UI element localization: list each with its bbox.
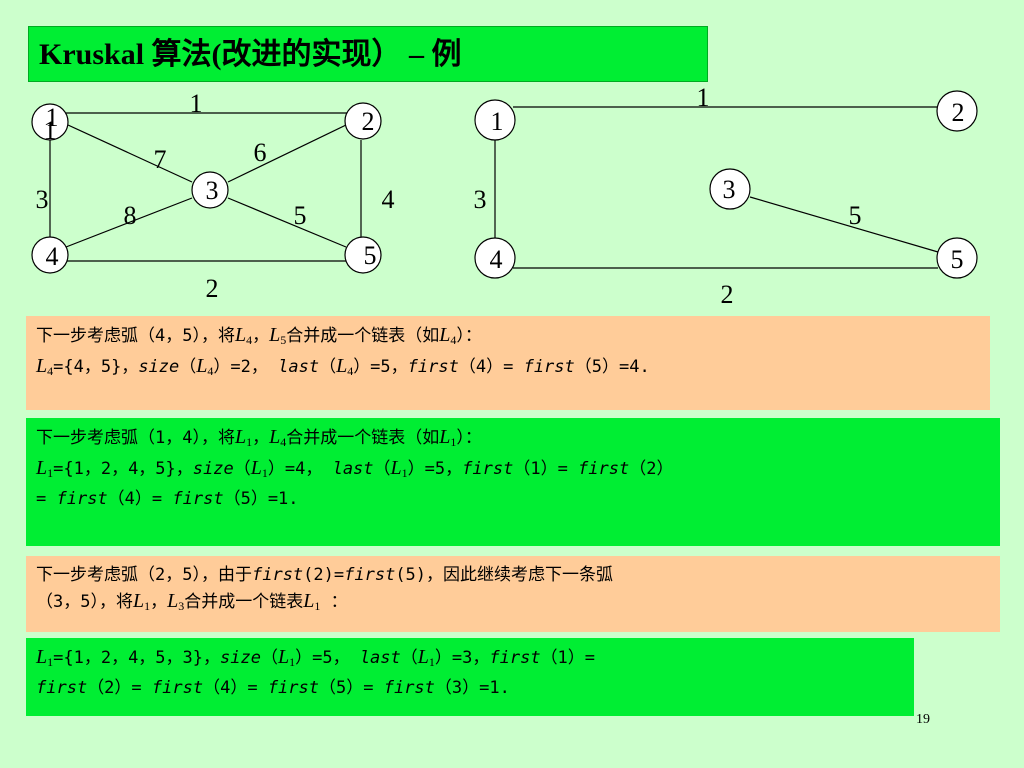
right-node-1-label: 1 bbox=[491, 107, 504, 136]
left-weight-1-2: 1 bbox=[190, 89, 203, 118]
step3-line1: 下一步考虑弧（2，5），由于first(2)=first(5)，因此继续考虑下一… bbox=[36, 565, 614, 585]
left-node-5: 5 bbox=[344, 236, 382, 274]
left-node-3: 3 bbox=[191, 171, 229, 209]
right-weight-1-2: 1 bbox=[697, 83, 710, 112]
left-weight-3-4: 8 bbox=[124, 201, 137, 230]
right-edge-3-5 bbox=[749, 196, 939, 253]
left-edge-3-4 bbox=[65, 197, 193, 248]
step4-box: L1={1，2，4，5，3}，size（L1）=5， last（L1）=3，fi… bbox=[26, 638, 914, 716]
right-graph-edges bbox=[494, 106, 939, 269]
left-graph-edges bbox=[49, 112, 362, 262]
left-edge-1-3 bbox=[67, 124, 193, 183]
right-node-4: 4 bbox=[474, 237, 516, 279]
left-edge-3-5 bbox=[227, 197, 347, 248]
left-weight-1-3: 7 bbox=[154, 145, 167, 174]
left-weight-2-5: 4 bbox=[382, 185, 395, 214]
graph-canvas: 1 2 3 4 5 1 7 6 3 4 8 5 2 1 2 3 4 5 1 3 … bbox=[31, 83, 978, 309]
left-edge-2-3 bbox=[227, 124, 347, 183]
left-node-4-label: 4 bbox=[46, 242, 59, 271]
slide-title: Kruskal 算法(改进的实现） – 例 bbox=[28, 26, 708, 82]
step1-line2: L4={4，5}，size（L4）=2， last（L4）=5，first（4）… bbox=[36, 355, 650, 378]
right-node-4-label: 4 bbox=[490, 245, 503, 274]
left-node-5-label: 5 bbox=[364, 241, 377, 270]
step2-line2: L1={1，2，4，5}，size（L1）=4， last（L1）=5，firs… bbox=[36, 457, 674, 480]
title-rest: 算法(改进的实现） – 例 bbox=[144, 38, 462, 71]
left-node-2-label: 2 bbox=[362, 107, 375, 136]
left-weight-1-4: 3 bbox=[36, 185, 49, 214]
left-node-2: 2 bbox=[344, 102, 382, 140]
step4-line2: first（2）= first（4）= first（5）= first（3）=1… bbox=[36, 678, 510, 698]
right-node-3-label: 3 bbox=[723, 175, 736, 204]
left-node-1-extra-label: 1 bbox=[46, 103, 59, 132]
right-weight-3-5: 5 bbox=[849, 201, 862, 230]
right-weight-4-5: 2 bbox=[721, 280, 734, 309]
left-node-1-label: 1 bbox=[44, 116, 57, 145]
left-node-1: 1 bbox=[31, 103, 69, 145]
step3-box: 下一步考虑弧（2，5），由于first(2)=first(5)，因此继续考虑下一… bbox=[26, 556, 1000, 632]
right-node-2: 2 bbox=[936, 90, 978, 132]
step4-line1: L1={1，2，4，5，3}，size（L1）=5， last（L1）=3，fi… bbox=[36, 646, 596, 669]
right-node-5: 5 bbox=[936, 237, 978, 279]
step1-line1: 下一步考虑弧（4，5），将L4，L5合并成一个链表（如L4）： bbox=[36, 324, 482, 347]
right-node-5-label: 5 bbox=[951, 245, 964, 274]
left-weight-2-3: 6 bbox=[254, 138, 267, 167]
left-node-4: 4 bbox=[31, 236, 69, 274]
page-number: 19 bbox=[916, 712, 930, 727]
right-weight-1-4: 3 bbox=[474, 185, 487, 214]
left-weight-4-5: 2 bbox=[206, 274, 219, 303]
right-node-1: 1 bbox=[474, 99, 516, 141]
step2-line3: = first（4）= first（5）=1. bbox=[36, 489, 299, 509]
left-weight-3-5: 5 bbox=[294, 201, 307, 230]
step2-box: 下一步考虑弧（1，4），将L1，L4合并成一个链表（如L1）： L1={1，2，… bbox=[26, 418, 1000, 546]
right-node-3: 3 bbox=[709, 168, 751, 210]
step2-line1: 下一步考虑弧（1，4），将L1，L4合并成一个链表（如L1）： bbox=[36, 426, 482, 449]
left-node-3-label: 3 bbox=[206, 176, 219, 205]
title-main: Kruskal bbox=[39, 38, 145, 71]
right-node-2-label: 2 bbox=[952, 98, 965, 127]
step3-line2: （3，5），将L1，L3合并成一个链表L1 ： bbox=[36, 590, 348, 613]
step1-box: 下一步考虑弧（4，5），将L4，L5合并成一个链表（如L4）： L4={4，5}… bbox=[26, 316, 990, 410]
